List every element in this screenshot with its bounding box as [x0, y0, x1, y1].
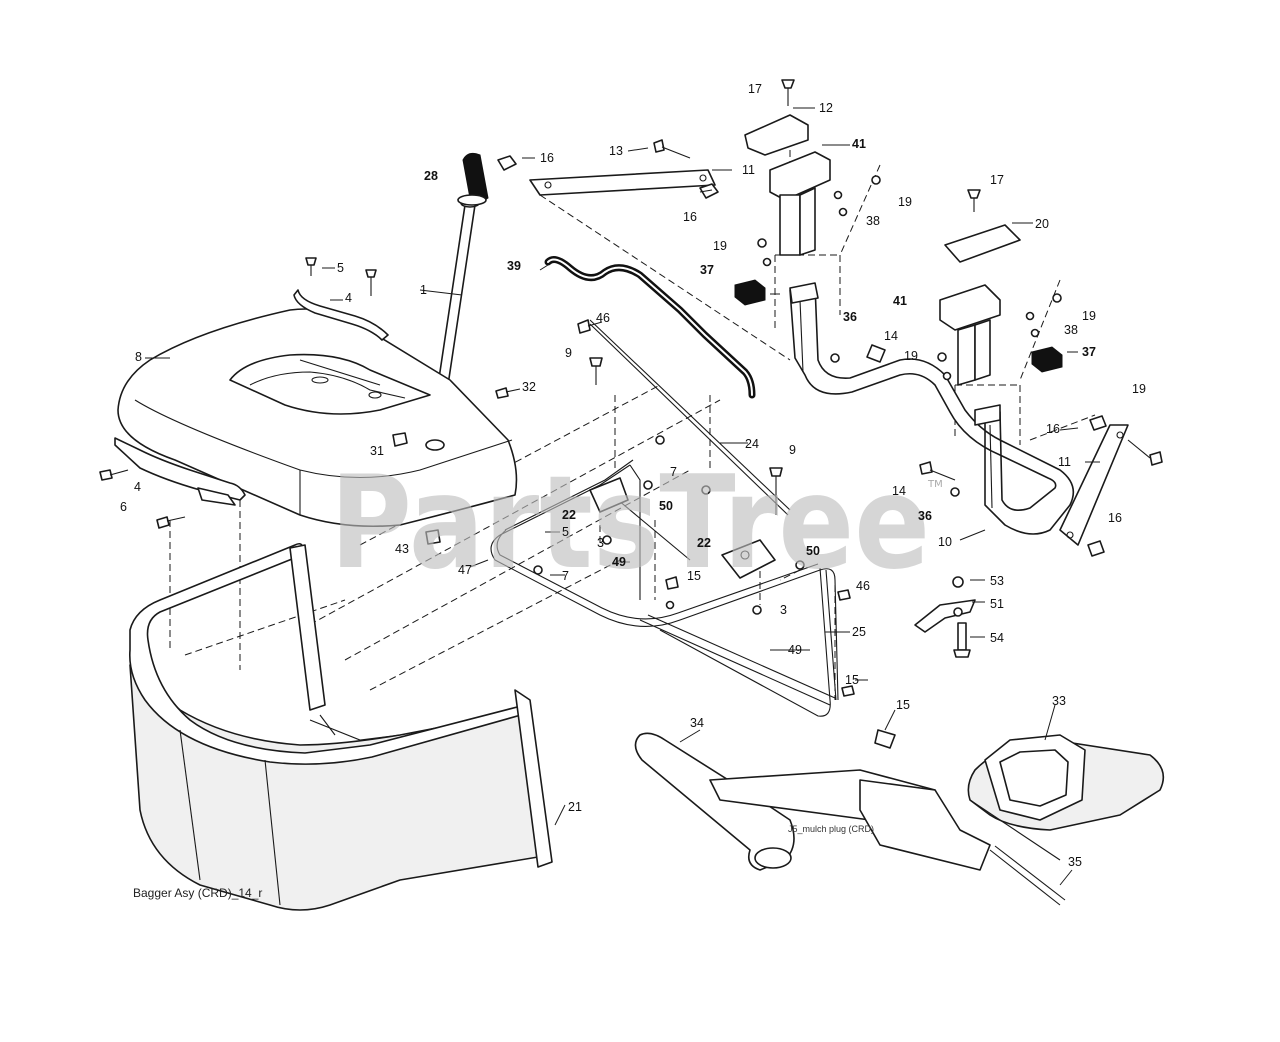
callout: 9: [789, 443, 796, 457]
callout: 49: [788, 643, 802, 657]
callout: 1: [420, 283, 427, 297]
callout-numbers: 1 3 3 4 4 5 5 6 7 7 8 9 9 10 11 11 12 13…: [120, 82, 1146, 869]
upper-brackets: [744, 114, 1021, 386]
callout: 17: [990, 173, 1004, 187]
callout: 33: [1052, 694, 1066, 708]
callout: 37: [1082, 345, 1096, 359]
callout: 15: [896, 698, 910, 712]
callout: 36: [918, 509, 932, 523]
callout: 3: [780, 603, 787, 617]
callout: 36: [843, 310, 857, 324]
callout: 13: [609, 144, 623, 158]
callout: 53: [990, 574, 1004, 588]
callout: 3: [597, 536, 604, 550]
callout: 11: [742, 163, 755, 177]
bag-body: [128, 542, 553, 911]
callout: 5: [562, 525, 569, 539]
callout: 7: [670, 465, 677, 479]
callout: 5: [337, 261, 344, 275]
callout: 50: [806, 544, 820, 558]
diagram-caption: Bagger Asy (CRD)_14_r: [133, 886, 262, 900]
callout: 31: [370, 444, 384, 458]
callout: 54: [990, 631, 1004, 645]
callout: 38: [1064, 323, 1078, 337]
callout: 14: [884, 329, 898, 343]
callout: 15: [687, 569, 701, 583]
callout: 41: [893, 294, 907, 308]
callout: 11: [1058, 455, 1071, 469]
callout: 38: [866, 214, 880, 228]
callout: 46: [856, 579, 870, 593]
callout: 16: [683, 210, 697, 224]
callout: 10: [938, 535, 952, 549]
callout: 51: [990, 597, 1004, 611]
callout: 37: [700, 263, 714, 277]
callout: 46: [596, 311, 610, 325]
mulch-plug-label: J5_mulch plug (CRD): [788, 824, 874, 834]
callout: 32: [522, 380, 536, 394]
bag-frame: [490, 319, 839, 717]
top-support-bar: [529, 169, 716, 196]
hardware: [99, 79, 1163, 697]
callout: 14: [892, 484, 906, 498]
watermark: PartsTree: [330, 449, 930, 598]
callout: 25: [852, 625, 866, 639]
watermark-tm: TM: [927, 479, 943, 490]
callout: 21: [568, 800, 582, 814]
main-frame: [789, 282, 1075, 535]
callout: 20: [1035, 217, 1049, 231]
callout: 49: [612, 555, 626, 569]
callout: 22: [697, 536, 711, 550]
callout: 22: [562, 508, 576, 522]
callout: 47: [458, 563, 472, 577]
callout: 19: [1082, 309, 1096, 323]
leader-lines: [145, 107, 1100, 886]
callout: 4: [345, 291, 352, 305]
callout: 4: [134, 480, 141, 494]
callout: 50: [659, 499, 673, 513]
callout: 43: [395, 542, 409, 556]
callout: 24: [745, 437, 759, 451]
callout: 19: [898, 195, 912, 209]
callout: 7: [562, 569, 569, 583]
side-plate: [1059, 424, 1129, 546]
callout: 12: [819, 101, 833, 115]
callout: 16: [1108, 511, 1122, 525]
callout: 9: [565, 346, 572, 360]
callout: 28: [424, 169, 438, 183]
callout: 39: [507, 259, 521, 273]
handle-tube: [431, 152, 489, 426]
callout: 8: [135, 350, 142, 364]
callout: 19: [904, 349, 918, 363]
bag-lid: [117, 308, 518, 528]
callout: 17: [748, 82, 762, 96]
callout: 35: [1068, 855, 1082, 869]
lid-handles: [114, 289, 389, 506]
mulch-plug: J5_mulch plug (CRD): [634, 729, 1165, 906]
callout: 15: [845, 673, 859, 687]
square-plugs: [734, 279, 1063, 373]
callout: 16: [1046, 422, 1060, 436]
callout: 34: [690, 716, 704, 730]
lower-handle: [544, 256, 756, 399]
callout: 41: [852, 137, 866, 151]
callout: 19: [713, 239, 727, 253]
callout: 16: [540, 151, 554, 165]
callout: 19: [1132, 382, 1146, 396]
callout: 6: [120, 500, 127, 514]
